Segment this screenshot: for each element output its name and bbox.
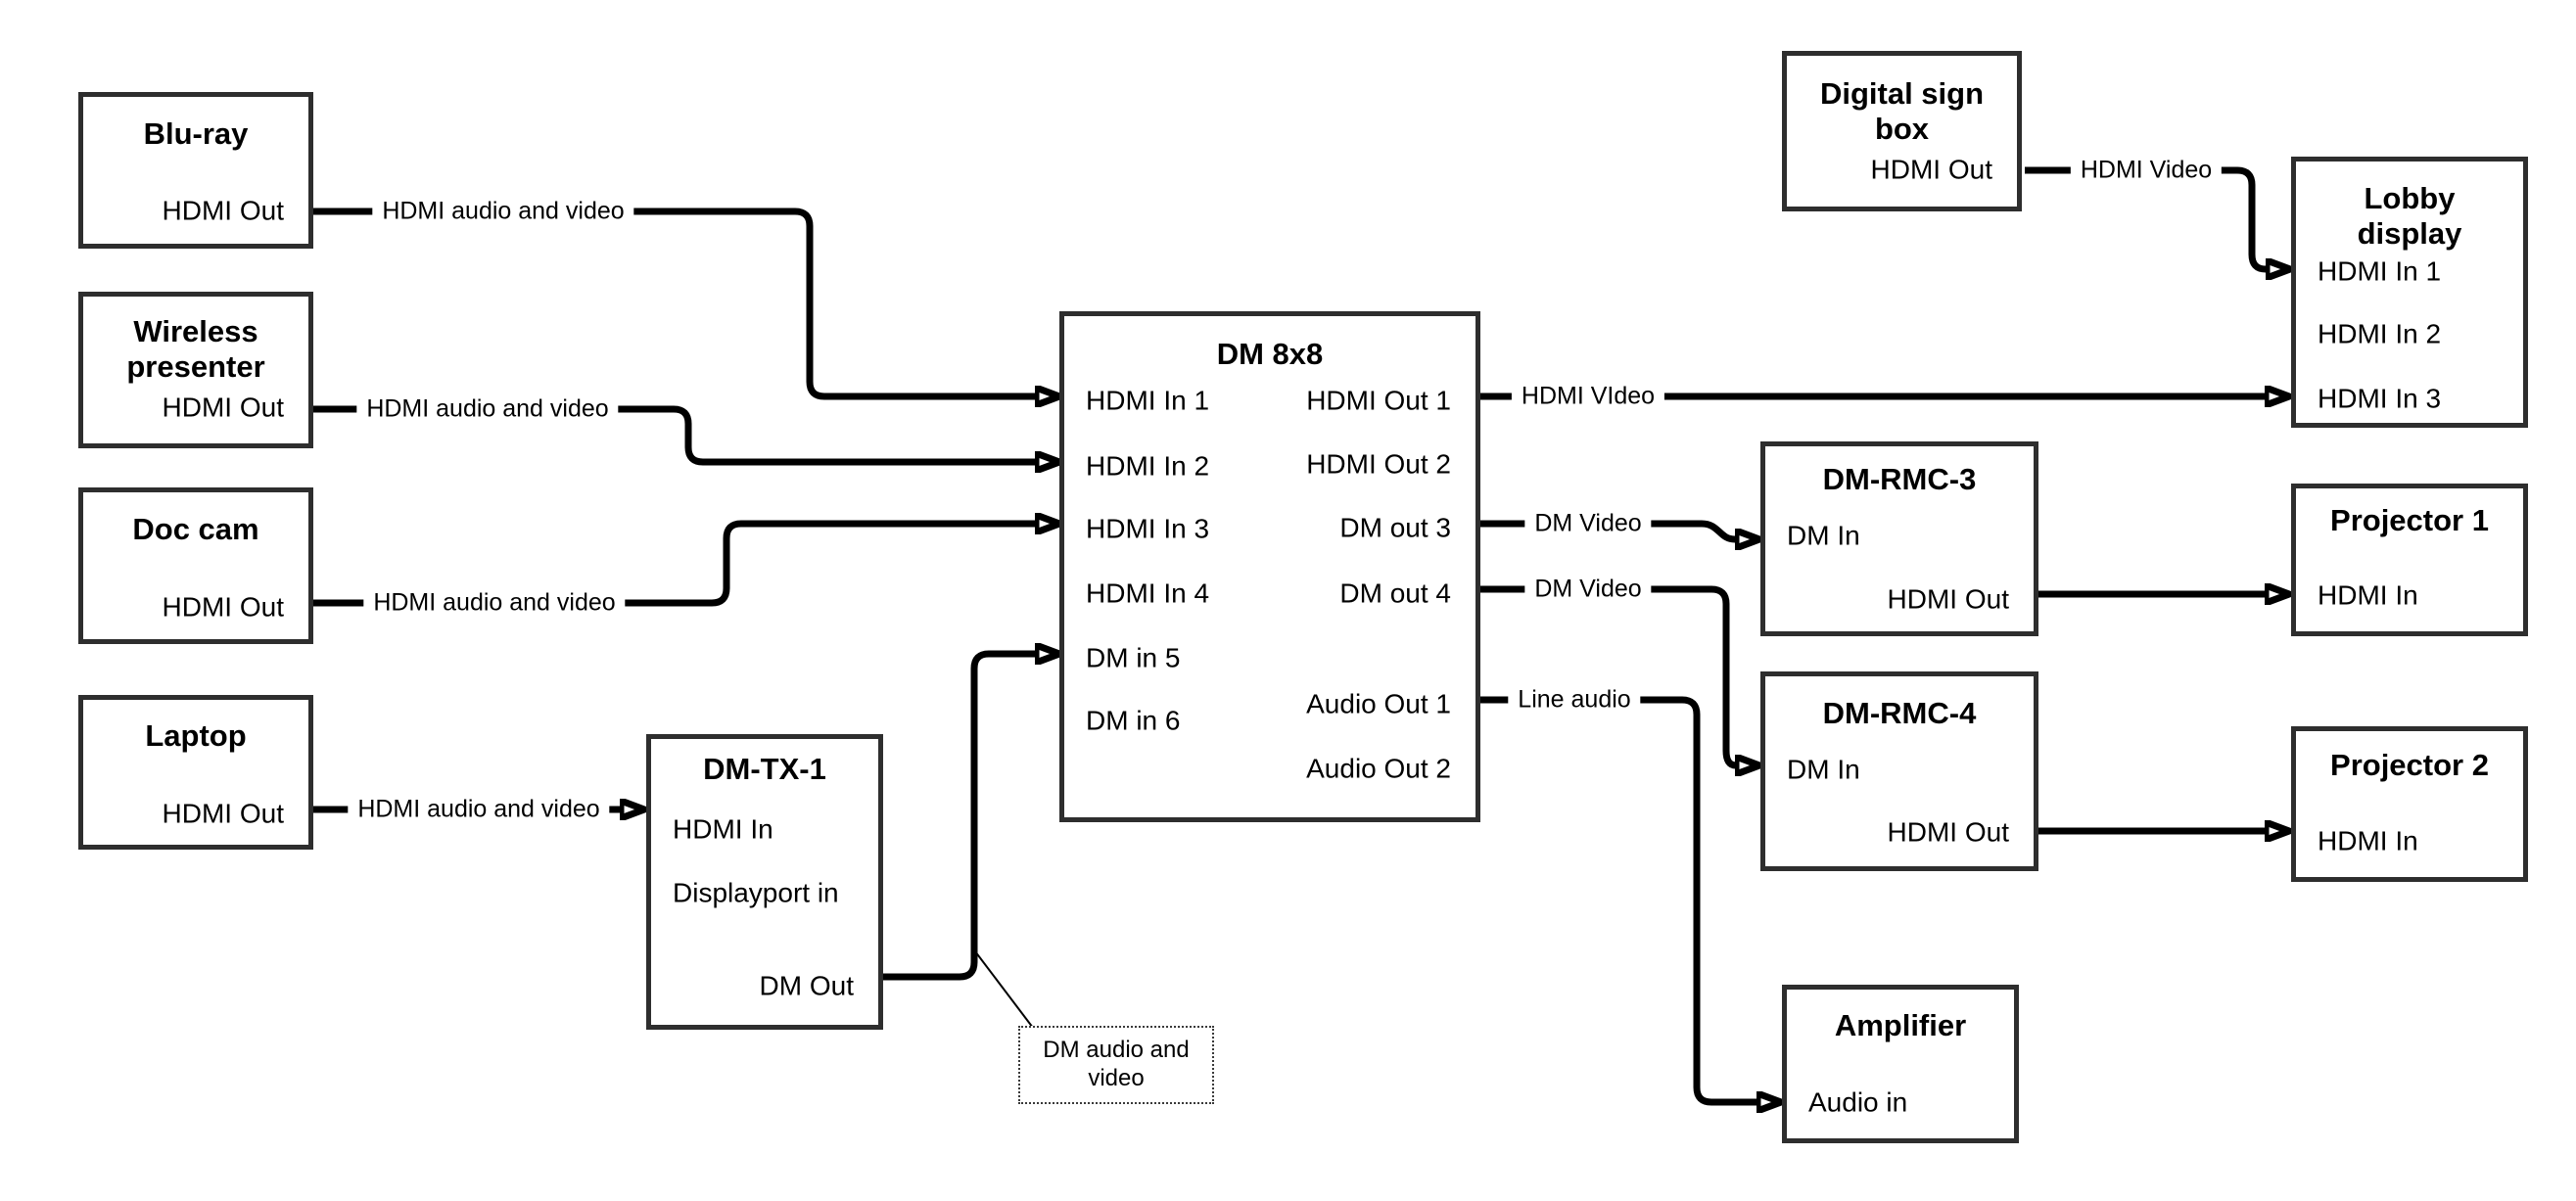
port-audio-out-2: Audio Out 2 [1306, 753, 1451, 784]
port-hdmi-in-4: HDMI In 4 [1086, 577, 1210, 609]
edge-label-laptop: HDMI audio and video [348, 794, 610, 825]
connector-digitalsign-to-lobby [2025, 166, 2267, 269]
edge-label-bluray: HDMI audio and video [372, 196, 634, 227]
edge-label-dm-video-out3: DM Video [1524, 508, 1652, 539]
node-dm-rmc-4: DM-RMC-4 DM In HDMI Out [1760, 671, 2038, 871]
callout-text-line1: DM audio and [1043, 1037, 1190, 1064]
connector-dmout4-to-rmc4 [1480, 585, 1736, 765]
node-amplifier: Amplifier Audio in [1782, 985, 2019, 1143]
port-dm-out: DM Out [759, 970, 854, 1001]
callout-leader-line [974, 950, 1034, 1029]
port-hdmi-out-2: HDMI Out 2 [1306, 448, 1451, 480]
port-hdmi-out: HDMI Out [1887, 583, 2009, 615]
connector-bluray-to-dm8x8 [313, 208, 1036, 396]
node-bluray: Blu-ray HDMI Out [78, 92, 313, 249]
node-title: Digital sign [1819, 75, 1985, 111]
node-digital-sign-box: Digital sign box HDMI Out [1782, 51, 2022, 211]
port-hdmi-out: HDMI Out [1870, 154, 1992, 185]
port-hdmi-out: HDMI Out [1887, 816, 2009, 848]
port-audio-in: Audio in [1808, 1086, 1908, 1118]
node-title: Laptop [145, 717, 247, 753]
port-hdmi-in-1: HDMI In 1 [1086, 385, 1210, 416]
node-title: Wireless [133, 313, 258, 348]
node-title: Projector 1 [2330, 502, 2489, 537]
port-hdmi-in-2: HDMI In 2 [2318, 318, 2442, 349]
callout-dm-audio-and-video: DM audio and video [1018, 1026, 1214, 1104]
node-title: DM-RMC-3 [1822, 461, 1977, 496]
port-dm-in-6: DM in 6 [1086, 705, 1181, 736]
node-title: Projector 2 [2330, 747, 2489, 782]
node-title: Lobby [2364, 180, 2456, 215]
node-dm-tx-1: DM-TX-1 HDMI In Displayport in DM Out [646, 734, 883, 1030]
node-title: DM-RMC-4 [1822, 695, 1977, 730]
port-hdmi-out: HDMI Out [162, 195, 284, 226]
node-title: box [1874, 111, 1930, 146]
port-dm-in: DM In [1787, 520, 1860, 551]
port-hdmi-in-3: HDMI In 3 [2318, 383, 2442, 414]
connector-doccam-to-dm8x8 [313, 524, 1036, 607]
port-dm-out-3: DM out 3 [1339, 512, 1451, 543]
node-wireless-presenter: Wireless presenter HDMI Out [78, 292, 313, 448]
edge-label-line-audio: Line audio [1508, 684, 1641, 716]
connector-wireless-to-dm8x8 [313, 405, 1036, 462]
node-title: DM-TX-1 [703, 751, 826, 786]
port-dm-in-5: DM in 5 [1086, 642, 1181, 673]
port-hdmi-in: HDMI In [673, 813, 773, 845]
edge-label-dm-video-out4: DM Video [1524, 574, 1652, 605]
node-dm-8x8: DM 8x8 HDMI In 1 HDMI In 2 HDMI In 3 HDM… [1059, 311, 1480, 822]
node-laptop: Laptop HDMI Out [78, 695, 313, 850]
port-hdmi-out: HDMI Out [162, 392, 284, 423]
node-projector-1: Projector 1 HDMI In [2291, 484, 2528, 636]
callout-text-line2: video [1088, 1065, 1145, 1091]
node-title: presenter [126, 348, 265, 384]
port-displayport-in: Displayport in [673, 877, 839, 908]
connector-dmtx1-to-dm8x8 [883, 654, 1036, 981]
connector-audioout1-to-amplifier [1480, 696, 1757, 1102]
node-title: display [2357, 215, 2462, 251]
node-projector-2: Projector 2 HDMI In [2291, 726, 2528, 882]
port-hdmi-in-1: HDMI In 1 [2318, 255, 2442, 287]
node-dm-rmc-3: DM-RMC-3 DM In HDMI Out [1760, 441, 2038, 636]
port-hdmi-out: HDMI Out [162, 798, 284, 829]
edge-label-doccam: HDMI audio and video [363, 587, 626, 619]
port-hdmi-out-1: HDMI Out 1 [1306, 385, 1451, 416]
node-lobby-display: Lobby display HDMI In 1 HDMI In 2 HDMI I… [2291, 157, 2528, 428]
port-hdmi-out: HDMI Out [162, 591, 284, 623]
node-title: Blu-ray [143, 115, 249, 151]
port-dm-in: DM In [1787, 754, 1860, 785]
port-hdmi-in: HDMI In [2318, 825, 2418, 856]
node-title: DM 8x8 [1216, 336, 1324, 371]
edge-label-hdmi-video-digitalsign: HDMI Video [2070, 155, 2223, 186]
port-audio-out-1: Audio Out 1 [1306, 688, 1451, 719]
edge-label-wireless: HDMI audio and video [356, 393, 619, 425]
edge-label-hdmi-video-out1: HDMI VIdeo [1511, 381, 1665, 412]
node-title: Amplifier [1834, 1007, 1967, 1042]
node-doc-cam: Doc cam HDMI Out [78, 487, 313, 644]
port-hdmi-in: HDMI In [2318, 579, 2418, 611]
port-hdmi-in-3: HDMI In 3 [1086, 513, 1210, 544]
port-hdmi-in-2: HDMI In 2 [1086, 450, 1210, 482]
port-dm-out-4: DM out 4 [1339, 577, 1451, 609]
connector-dmout3-to-rmc3 [1480, 520, 1736, 539]
node-title: Doc cam [132, 511, 259, 546]
